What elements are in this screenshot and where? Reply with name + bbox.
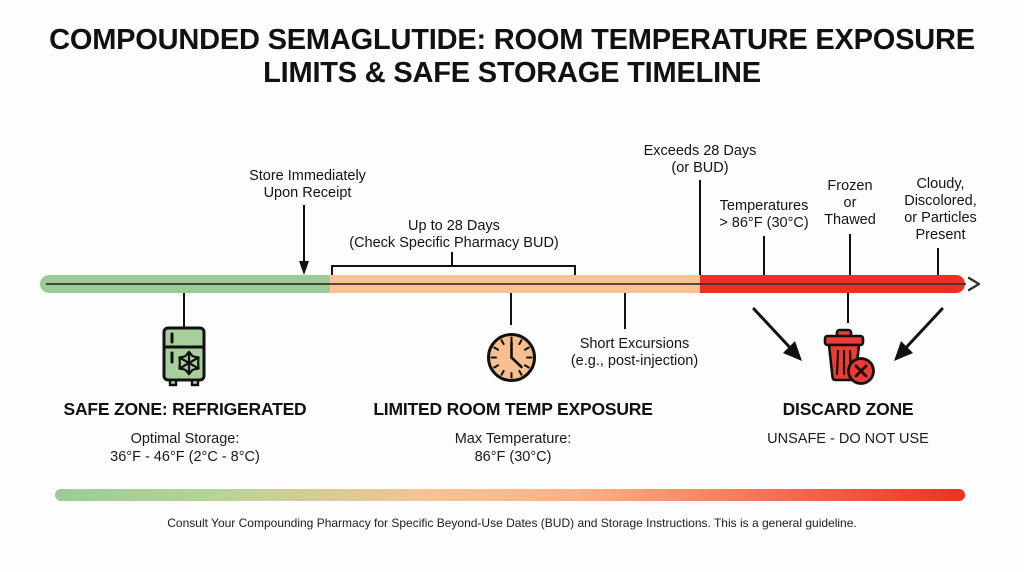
- annotation-frozen-or-thawed: Frozen or Thawed: [824, 178, 876, 228]
- temperatures-above-leader: [763, 236, 765, 276]
- timeline-axis-line: [46, 283, 966, 285]
- annotation-temperatures-above: Temperatures > 86°F (30°C): [719, 198, 809, 231]
- clock-icon: [487, 333, 536, 382]
- short-excursions-tick: [624, 293, 626, 329]
- footer-gradient-bar: [55, 489, 965, 501]
- zone-title-limited: LIMITED ROOM TEMP EXPOSURE: [373, 399, 653, 419]
- annotation-cloudy-discolored: Cloudy, Discolored, or Particles Present: [904, 176, 977, 243]
- annotation-exceeds-28-days: Exceeds 28 Days (or BUD): [643, 143, 757, 176]
- up-to-28-days-bracket-stem: [451, 252, 453, 266]
- up-to-28-days-bracket: [331, 265, 576, 276]
- safe-zone-tick: [183, 293, 185, 327]
- zone-subtitle-safe: Optimal Storage: 36°F - 46°F (2°C - 8°C): [110, 431, 260, 465]
- cloudy-discolored-leader: [937, 248, 939, 276]
- annotation-up-to-28-days: Up to 28 Days (Check Specific Pharmacy B…: [349, 218, 559, 251]
- zone-subtitle-limited: Max Temperature: 86°F (30°C): [454, 431, 572, 465]
- zone-subtitle-discard: UNSAFE - DO NOT USE: [767, 431, 929, 447]
- annotation-store-immediately: Store Immediately Upon Receipt: [249, 168, 366, 201]
- page-title: COMPOUNDED SEMAGLUTIDE: ROOM TEMPERATURE…: [49, 24, 975, 89]
- zone-title-safe: SAFE ZONE: REFRIGERATED: [63, 399, 307, 419]
- limited-zone-tick: [510, 293, 512, 325]
- timeline-arrowhead-icon: [967, 276, 981, 292]
- zone-title-discard: DISCARD ZONE: [782, 399, 914, 419]
- exceeds-28-days-leader: [699, 180, 701, 276]
- footer-disclaimer: Consult Your Compounding Pharmacy for Sp…: [167, 516, 857, 530]
- discard-arrow-left: [752, 307, 802, 361]
- discard-zone-tick: [847, 293, 849, 323]
- annotation-short-excursions: Short Excursions (e.g., post-injection): [570, 336, 699, 369]
- discard-arrow-right: [894, 307, 944, 361]
- frozen-or-thawed-leader: [849, 234, 851, 276]
- store-immediately-arrow: [299, 205, 309, 275]
- trash-discard-icon: [823, 328, 875, 385]
- refrigerator-icon: [162, 326, 206, 387]
